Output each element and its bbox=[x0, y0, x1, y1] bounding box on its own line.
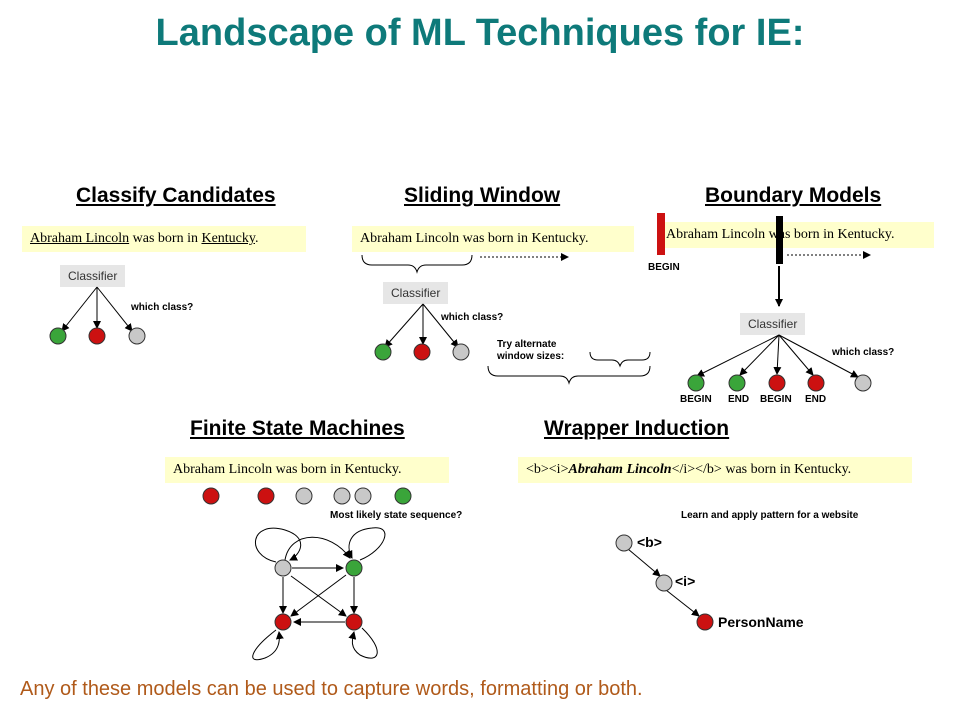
heading-finite-state-machines: Finite State Machines bbox=[190, 417, 405, 440]
heading-sliding-window: Sliding Window bbox=[404, 184, 561, 207]
wrapper-node-i-label: <i> bbox=[675, 573, 696, 589]
sliding-sentence: Abraham Lincoln was born in Kentucky. bbox=[352, 226, 634, 252]
wrapper-caption: Learn and apply pattern for a website bbox=[681, 510, 859, 521]
fsm-state-green bbox=[345, 559, 363, 577]
fsm-state-gray bbox=[274, 559, 292, 577]
heading-boundary-models: Boundary Models bbox=[705, 184, 882, 207]
class-node-gray bbox=[128, 327, 146, 345]
wrapper-node-i bbox=[655, 574, 673, 592]
sliding-classifier-box: Classifier bbox=[383, 282, 449, 304]
class-node-red bbox=[88, 327, 106, 345]
candidate-location: Kentucky bbox=[201, 231, 255, 246]
boundary-label-begin-2: BEGIN bbox=[760, 394, 792, 405]
classify-classifier-box: Classifier bbox=[60, 265, 126, 287]
sliding-window-graphics bbox=[361, 253, 651, 385]
footer-note: Any of these models can be used to captu… bbox=[20, 678, 643, 700]
sliding-which-class: which class? bbox=[441, 312, 504, 323]
fsm-sentence: Abraham Lincoln was born in Kentucky. bbox=[165, 457, 449, 483]
slide-title: Landscape of ML Techniques for IE: bbox=[155, 12, 805, 54]
class-node-green bbox=[49, 327, 67, 345]
boundary-label-begin-1: BEGIN bbox=[680, 394, 712, 405]
heading-classify-candidates: Classify Candidates bbox=[76, 184, 276, 207]
boundary-sentence: Abraham Lincoln was born in Kentucky. bbox=[658, 222, 934, 248]
try-alternate-line1: Try alternate bbox=[497, 339, 557, 350]
wrapper-node-b bbox=[615, 534, 633, 552]
heading-wrapper-induction: Wrapper Induction bbox=[544, 417, 730, 440]
classify-which-class: which class? bbox=[131, 302, 194, 313]
boundary-label-end-1: END bbox=[728, 394, 750, 405]
wrapper-node-personname-label: PersonName bbox=[718, 614, 804, 630]
fsm-state-red-left bbox=[274, 613, 292, 631]
boundary-which-class: which class? bbox=[832, 347, 895, 358]
wrapper-node-b-label: <b> bbox=[637, 534, 662, 550]
wrapper-pattern-tree bbox=[615, 534, 714, 631]
fsm-state-graph bbox=[252, 527, 386, 661]
window-brace bbox=[361, 254, 473, 274]
try-alternate-line2: window sizes: bbox=[497, 351, 565, 362]
fsm-sequence bbox=[202, 487, 412, 505]
classify-tree bbox=[49, 286, 146, 345]
wrapper-node-personname bbox=[696, 613, 714, 631]
wrapper-sentence: <b><i>Abraham Lincoln</i></b> was born i… bbox=[518, 457, 912, 483]
candidate-person: Abraham Lincoln bbox=[30, 231, 130, 246]
boundary-graphics bbox=[657, 213, 872, 392]
fsm-state-red-right bbox=[345, 613, 363, 631]
fsm-question: Most likely state sequence? bbox=[330, 510, 463, 521]
boundary-label-end-2: END bbox=[805, 394, 827, 405]
begin-boundary-bar bbox=[657, 213, 665, 255]
candidate-boundary-bar bbox=[776, 216, 783, 264]
alt-window-brace-large bbox=[487, 365, 651, 385]
boundary-classifier-box: Classifier bbox=[740, 313, 806, 335]
alt-window-brace-small bbox=[589, 351, 651, 368]
boundary-begin-marker-label: BEGIN bbox=[648, 262, 680, 273]
classify-sentence: Abraham Lincoln was born in Kentucky. bbox=[22, 226, 306, 252]
